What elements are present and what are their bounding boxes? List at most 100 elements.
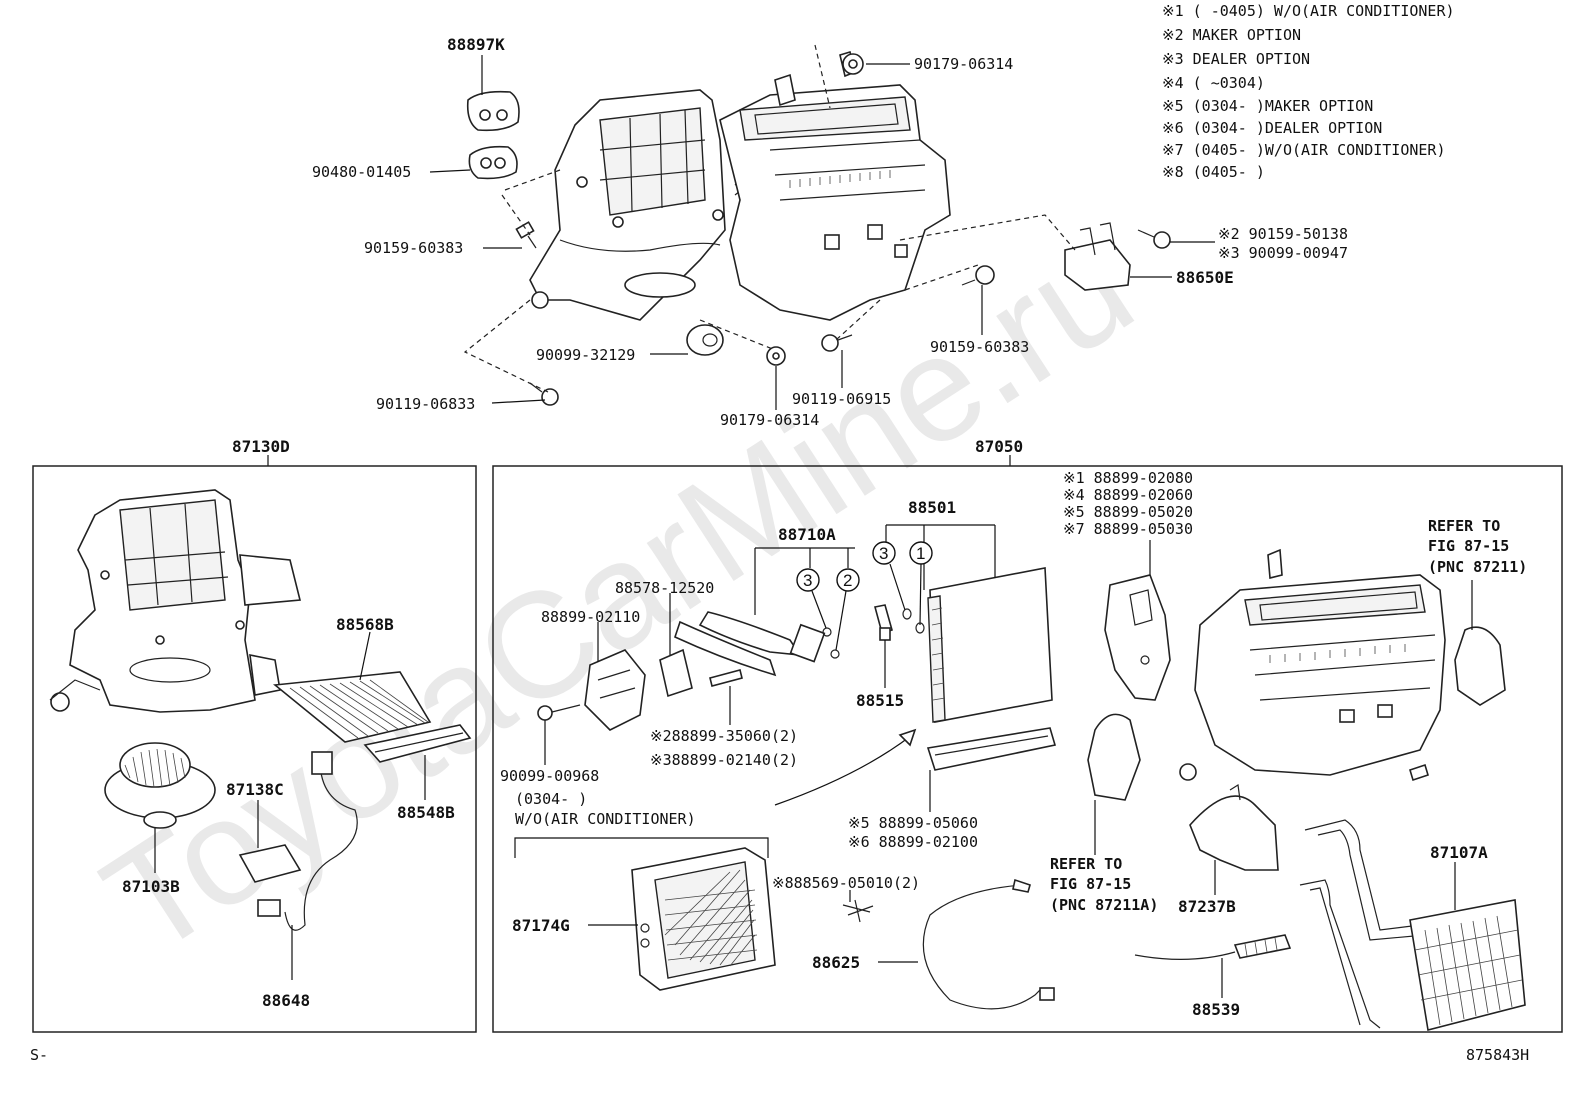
grommet-90480-01405 [468, 145, 518, 180]
label-90159-50138: ※2 90159-50138 [1218, 225, 1348, 243]
label-case-3: ※5 88899-05020 [1063, 503, 1193, 521]
sensor-88539 [1134, 934, 1292, 998]
evaporator-88501 [885, 524, 1053, 723]
assembly-arrow [774, 734, 913, 806]
label-90099-00947: ※3 90099-00947 [1218, 244, 1348, 262]
note-6: ※6 (0304- )DEALER OPTION [1162, 119, 1382, 137]
note-1: ※1 ( -0405) W/O(AIR CONDITIONER) [1162, 2, 1455, 20]
label-88899-02110: 88899-02110 [541, 608, 640, 626]
circle-2-valve [836, 568, 860, 592]
label-87174g: 87174G [512, 916, 570, 935]
right-box: 87050 88501 3 1 88515 [492, 437, 1563, 1033]
label-88539: 88539 [1192, 1000, 1240, 1019]
top-label-group: 88897K 90179-06314 90480-01405 90159-603… [312, 35, 1348, 429]
label-88899-02140: ※388899-02140(2) [650, 751, 798, 769]
damper-case-88899-02080 [1104, 574, 1171, 701]
sheet-prefix: S- [30, 1046, 48, 1064]
mode-damper-87211 [1454, 580, 1506, 706]
nut-90179-06314-top [842, 53, 864, 75]
circle-3-evap-text: 3 [879, 544, 888, 563]
circle-2-valve-text: 2 [843, 571, 852, 590]
bolt-88899-35060 [709, 669, 743, 725]
note-5: ※5 (0304- )MAKER OPTION [1162, 97, 1373, 115]
screw-90159-60383-right [961, 265, 995, 286]
screw-90159-50138 [1137, 229, 1171, 249]
label-88548b: 88548B [397, 803, 455, 822]
label-90099-32129: 90099-32129 [536, 346, 635, 364]
assembly-arrow-head [898, 728, 917, 747]
label-wo-date: (0304- ) [515, 790, 587, 808]
circle-1-evap-text: 1 [916, 544, 925, 563]
label-refer-top-2: FIG 87-15 [1428, 537, 1509, 555]
circle-3-valve [796, 568, 820, 592]
screw-90159-60383-left [515, 221, 537, 249]
circle-3-evap [872, 541, 896, 565]
label-88897k: 88897K [447, 35, 505, 54]
label-case-4: ※7 88899-05030 [1063, 520, 1193, 538]
label-90179-06314-top: 90179-06314 [914, 55, 1013, 73]
label-88648: 88648 [262, 991, 310, 1010]
duct-87174g [588, 847, 776, 991]
damper-87211a [1087, 713, 1141, 855]
label-refer-bottom-3: (PNC 87211A) [1050, 896, 1158, 914]
note-7: ※7 (0405- )W/O(AIR CONDITIONER) [1162, 141, 1446, 159]
label-90119-06915: 90119-06915 [792, 390, 891, 408]
label-88899-35060: ※288899-35060(2) [650, 727, 798, 745]
blower-motor-87103b [104, 742, 216, 873]
left-box-title: 87130D [232, 437, 290, 456]
label-refer-top-3: (PNC 87211) [1428, 558, 1527, 576]
seal-88578-12520 [659, 593, 693, 698]
label-88501: 88501 [908, 498, 956, 517]
circle-3-valve-text: 3 [803, 571, 812, 590]
resistor-87138c [238, 751, 358, 980]
nut-90179-06314-bottom [766, 346, 786, 366]
label-88650e: 88650E [1176, 268, 1234, 287]
label-87103b: 87103B [122, 877, 180, 896]
label-90480-01405: 90480-01405 [312, 163, 411, 181]
label-88710a: 88710A [778, 525, 836, 544]
label-87237b: 87237B [1178, 897, 1236, 916]
sensor-88515 [874, 604, 893, 688]
label-87138c: 87138C [226, 780, 284, 799]
cover-88548b [363, 724, 472, 800]
notes-block: ※1 ( -0405) W/O(AIR CONDITIONER) ※2 MAKE… [1162, 2, 1455, 181]
left-box: 87130D 88568B [32, 437, 477, 1033]
label-90179-06314-bottom: 90179-06314 [720, 411, 819, 429]
case-labels: ※1 88899-02080 ※4 88899-02060 ※5 88899-0… [1063, 469, 1193, 580]
grommet-88897k [466, 90, 520, 132]
screw-90119-06833 [529, 382, 559, 406]
note-8: ※8 (0405- ) [1162, 163, 1265, 181]
label-88899-02100: ※6 88899-02100 [848, 833, 978, 851]
screw-90099-00968 [537, 704, 581, 765]
note-4: ※4 ( ~0304) [1162, 74, 1265, 92]
label-88578-12520: 88578-12520 [615, 579, 714, 597]
bracket-88650e [1064, 222, 1131, 291]
heater-core-87107a [1299, 819, 1526, 1031]
heater-case-right [1179, 548, 1446, 782]
note-2: ※2 MAKER OPTION [1162, 26, 1301, 44]
label-88625: 88625 [812, 953, 860, 972]
label-90159-60383-left: 90159-60383 [364, 239, 463, 257]
label-88568b: 88568B [336, 615, 394, 634]
label-88899-05060: ※5 88899-05060 [848, 814, 978, 832]
label-case-2: ※4 88899-02060 [1063, 486, 1193, 504]
filter-88568b [273, 631, 432, 743]
note-3: ※3 DEALER OPTION [1162, 50, 1310, 68]
label-88515: 88515 [856, 691, 904, 710]
wo-bracket [514, 837, 769, 858]
evaporator-tray [926, 727, 1057, 812]
screw-90119-06915 [821, 334, 853, 352]
label-refer-bottom-1: REFER TO [1050, 855, 1122, 873]
label-87107a: 87107A [1430, 843, 1488, 862]
expansion-valve-88710a [674, 547, 855, 677]
label-88569-05010: ※888569-05010(2) [772, 874, 920, 892]
blower-unit [49, 489, 302, 713]
right-box-title: 87050 [975, 437, 1023, 456]
assembly-dash-lines [463, 44, 1076, 393]
label-90119-06833: 90119-06833 [376, 395, 475, 413]
label-90099-00968: 90099-00968 [500, 767, 599, 785]
duct-87237b [1189, 783, 1279, 895]
label-wo-ac: W/O(AIR CONDITIONER) [515, 810, 696, 828]
cover-88899-02110 [584, 622, 646, 731]
